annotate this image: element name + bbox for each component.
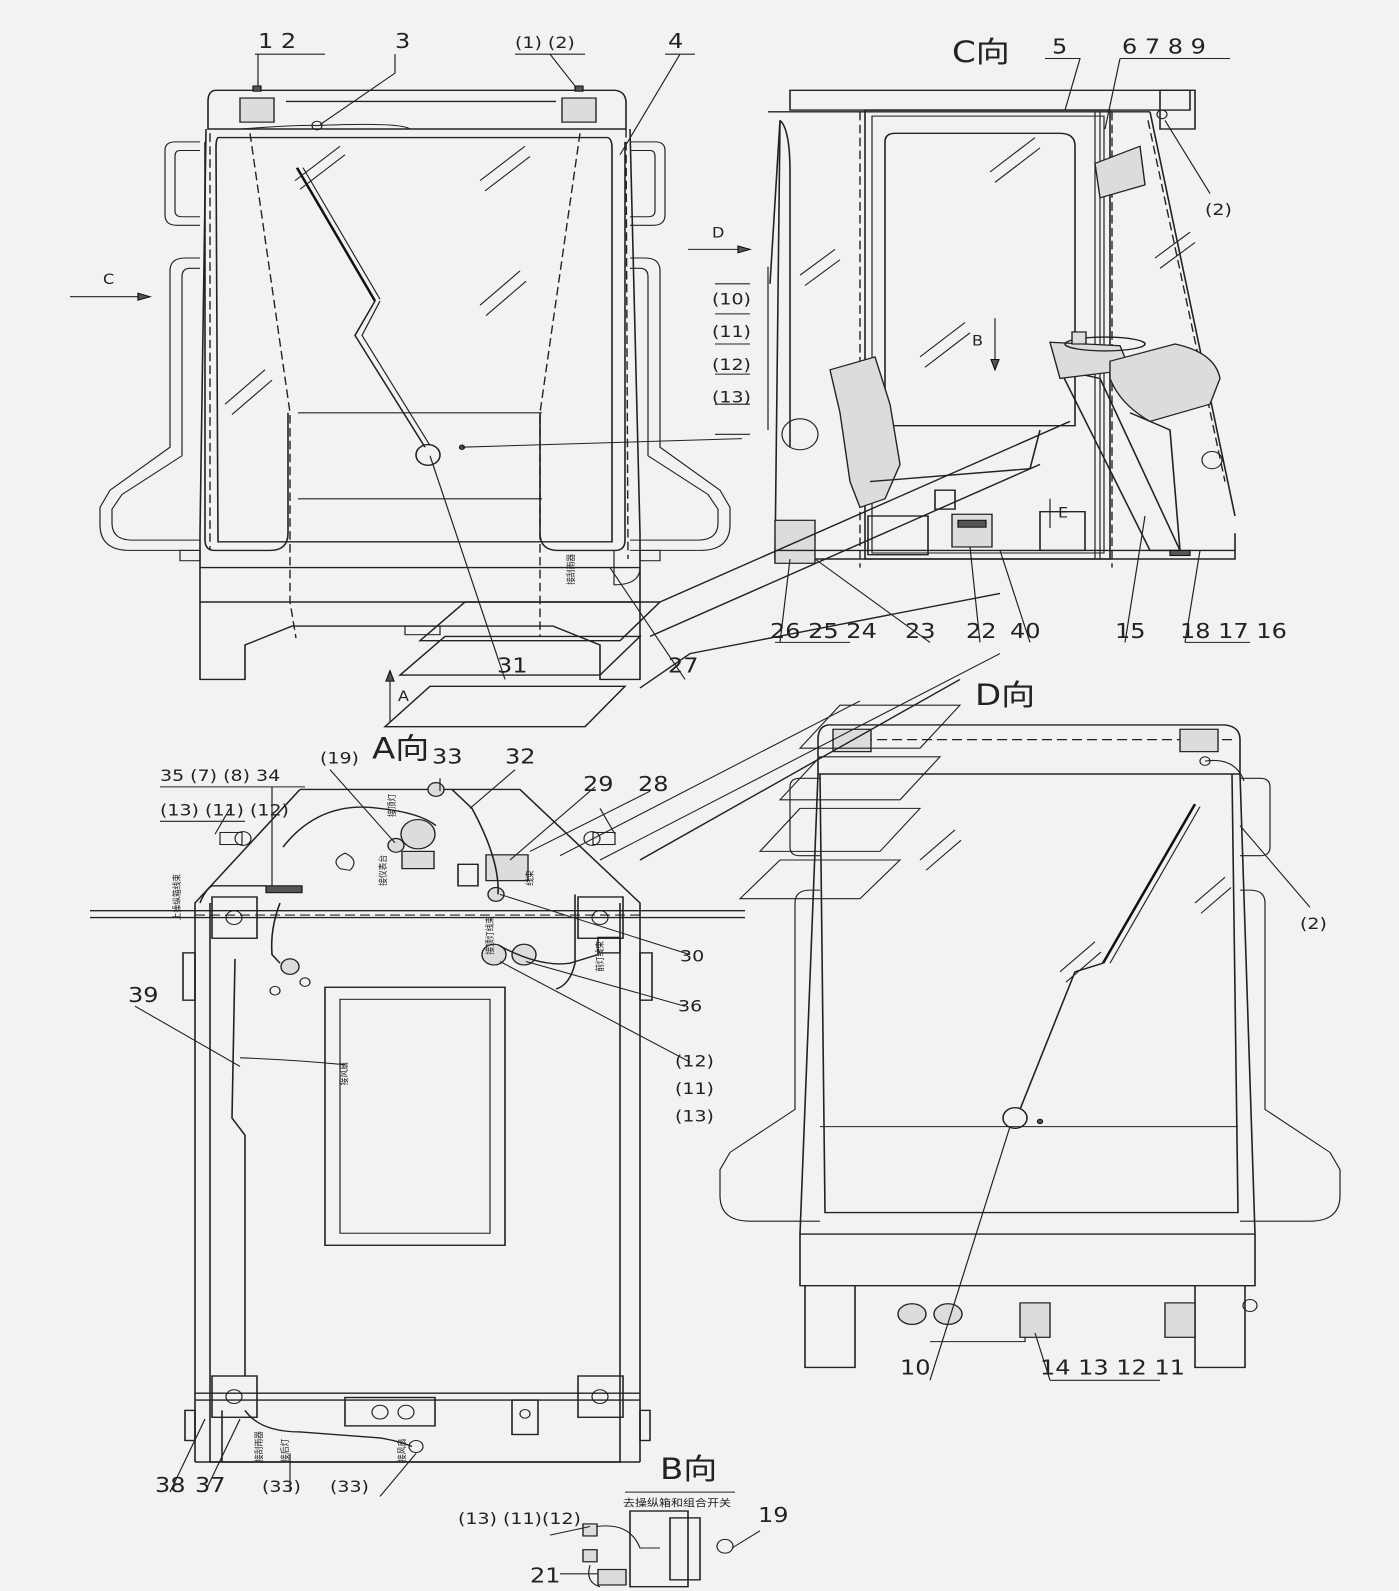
note-floor-2: 接顶灯 (386, 793, 397, 817)
b-view-note: 去操纵箱和组合开关 (623, 1497, 731, 1510)
callout-28: 28 (638, 773, 669, 797)
callout-p19: (19) (320, 750, 359, 768)
callout-19: 19 (758, 1504, 789, 1528)
callout-39: 39 (128, 983, 159, 1007)
callout-p33-b: (33) (330, 1478, 369, 1496)
note-floor-6: 接风扇 (338, 1062, 349, 1085)
note-floor-4: 线束 (524, 870, 535, 886)
arrow-c-label: C (103, 271, 114, 288)
callout-15: 15 (1115, 620, 1146, 644)
note-floor-9: 接风扇 (396, 1439, 407, 1462)
arrow-c: C (70, 271, 152, 301)
callout-p13: (13) (712, 389, 751, 407)
note-floor-10: 接顶灯线束 (484, 915, 495, 954)
callout-p11-mid: (11) (675, 1080, 714, 1098)
callout-5: 5 (1052, 35, 1067, 59)
note-front-1: 接刮雨器 (565, 553, 576, 584)
callout-23: 23 (905, 620, 936, 644)
arrow-b-label: B (972, 333, 983, 350)
view-title-a: A向 (372, 733, 429, 766)
arrow-a: A (385, 669, 410, 723)
floor-view: 上操纵箱线束 接顶灯 接仪表台 线束 前灯线束 接风扇 接刮雨器 接后灯 接风扇… (90, 553, 745, 1463)
callout-p13-mid: (13) (675, 1108, 714, 1126)
callout-31: 31 (497, 654, 528, 678)
note-floor-1: 上操纵箱线束 (171, 873, 182, 920)
callout-p12-mid: (12) (675, 1053, 714, 1071)
callout-40: 40 (1010, 620, 1041, 644)
note-floor-8: 接后灯 (279, 1438, 290, 1462)
callout-18-16: 18 17 16 (1180, 620, 1287, 644)
callout-35-34: 35 (7) (8) 34 (160, 767, 280, 785)
callout-p10: (10) (712, 291, 751, 309)
callout-32: 32 (505, 745, 536, 769)
front-view (99, 85, 731, 681)
arrow-a-label: A (398, 688, 410, 705)
callout-14-11: 14 13 12 11 (1040, 1356, 1185, 1380)
view-title-d: D向 (975, 679, 1035, 712)
callout-p2-right: (2) (1300, 915, 1327, 933)
arrow-e-label: E (1058, 505, 1068, 522)
callout-p13-11-12-b: (13) (11)(12) (458, 1510, 581, 1528)
callout-p33-a: (33) (262, 1478, 301, 1496)
callout-p13-11-12: (13) (11) (12) (160, 801, 289, 819)
callout-10: 10 (900, 1356, 931, 1380)
leader-lines (134, 53, 1311, 1575)
b-detail-view (582, 1491, 735, 1588)
callout-1-2: 1 2 (258, 30, 296, 54)
note-floor-7: 接刮雨器 (253, 1431, 264, 1462)
callout-21: 21 (530, 1564, 561, 1588)
callout-p11: (11) (712, 323, 751, 341)
callout-37: 37 (195, 1474, 226, 1498)
callout-33: 33 (432, 745, 463, 769)
callout-38: 38 (155, 1474, 186, 1498)
side-view: B E (767, 89, 1236, 568)
rear-view (719, 724, 1341, 1369)
callout-4: 4 (668, 30, 683, 54)
callout-22: 22 (966, 620, 997, 644)
callout-26-24: 26 25 24 (770, 620, 877, 644)
callout-29: 29 (583, 773, 614, 797)
callout-p12: (12) (712, 356, 751, 374)
callout-3: 3 (395, 30, 410, 54)
connector-plates (383, 420, 1071, 900)
callout-p1-2: (1) (2) (515, 34, 575, 52)
view-title-b: B向 (660, 1453, 717, 1486)
note-floor-3: 接仪表台 (377, 855, 388, 886)
callout-p2-top: (2) (1205, 201, 1232, 219)
callout-27: 27 (668, 654, 699, 678)
callout-36: 36 (678, 998, 702, 1016)
view-title-c: C向 (952, 36, 1010, 69)
callout-30: 30 (680, 948, 704, 966)
arrow-d: D (688, 224, 752, 254)
callout-6-9: 6 7 8 9 (1122, 35, 1206, 59)
note-floor-5: 前灯线束 (594, 940, 605, 971)
arrow-d-label: D (712, 224, 724, 241)
